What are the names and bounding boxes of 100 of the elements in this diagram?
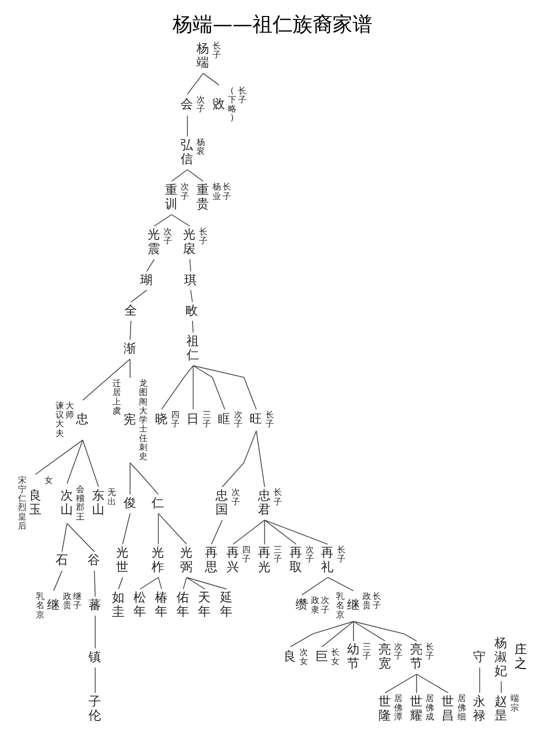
node-label: 会稽郡王: [76, 484, 84, 522]
node-text: 眶: [218, 410, 230, 426]
node-text: 重训: [164, 182, 176, 211]
connector: [190, 290, 192, 303]
connector: [66, 523, 94, 552]
connector: [352, 621, 385, 642]
node-label: 长子: [372, 591, 380, 610]
node-label: 次子: [162, 226, 171, 246]
label: 庄之: [514, 641, 526, 671]
node-label: 次子: [304, 544, 313, 564]
node-label: 谏议大夫: [54, 400, 63, 438]
connector: [157, 577, 162, 590]
node-text: 重贵: [196, 182, 208, 211]
node-text: 世昌: [440, 693, 453, 722]
node-text: 再光: [257, 544, 270, 574]
node-text: 佑年: [176, 590, 188, 619]
node-text: 忠: [76, 410, 88, 426]
connector: [416, 674, 448, 694]
node-label: 长子: [198, 226, 207, 246]
node-text: 亮宽: [378, 641, 390, 671]
connector: [186, 577, 226, 590]
node-label: 次女: [298, 647, 307, 666]
node-label: 次子: [230, 487, 239, 506]
connector: [500, 680, 502, 694]
node-label: 居佛细: [456, 693, 465, 722]
connector: [352, 621, 354, 642]
node-text: 光扆: [182, 226, 195, 256]
connector: [94, 615, 96, 649]
connector: [139, 577, 158, 590]
connector: [82, 440, 98, 488]
node-label: 长女: [330, 647, 339, 666]
connector: [129, 320, 131, 340]
connector: [192, 365, 256, 410]
connector: [61, 523, 67, 552]
node-label: 迁居上虞: [112, 378, 120, 416]
connector: [321, 621, 354, 648]
node-label: 长子: [238, 85, 246, 104]
node-text: 良玉: [28, 487, 40, 516]
node-text: 宪: [122, 411, 135, 426]
node-text: 仁: [151, 494, 164, 510]
node-text: 继: [46, 596, 59, 612]
node-label: 乳名京: [36, 591, 44, 620]
connector: [326, 577, 354, 592]
node-label: 居佛成: [425, 693, 434, 722]
node-text: 渐: [122, 340, 135, 356]
node-text: 杨淑妃: [494, 634, 506, 678]
node-label: 杨衮: [196, 136, 204, 156]
node-label: 女: [44, 474, 52, 485]
node-label: 乳名京: [336, 591, 344, 620]
node-label: 长子: [212, 40, 220, 60]
node-label: 次子: [320, 595, 329, 614]
node-label: (下略): [228, 85, 236, 123]
connector: [289, 621, 354, 648]
connector: [186, 577, 205, 590]
node-text: 谷: [87, 552, 100, 568]
connector: [182, 577, 186, 590]
connector: [384, 674, 416, 694]
node-text: 会: [180, 96, 192, 111]
node-text: 弘信: [180, 136, 192, 166]
node-label: 次子: [196, 94, 204, 114]
node-label: 三子: [362, 641, 370, 660]
node-label: 政隶: [310, 595, 319, 614]
node-label: 政贵: [62, 591, 70, 610]
node-text: 忠君: [257, 487, 270, 516]
connector: [264, 520, 265, 545]
node-text: 继: [346, 596, 358, 612]
connector: [352, 621, 416, 642]
node-text: 再取: [289, 544, 302, 574]
connector: [170, 169, 188, 182]
connector: [157, 513, 158, 545]
node-text: 亮节: [409, 641, 422, 671]
node-label: 宋宁仁烈皇后: [17, 474, 26, 530]
node-label: 端宗: [510, 693, 518, 712]
node-text: 世耀: [409, 693, 422, 722]
connector: [202, 72, 219, 86]
node-text: 再兴: [226, 544, 238, 574]
node-label: 四子: [242, 544, 250, 564]
node-label: 居佛潭: [394, 693, 402, 722]
connector: [192, 365, 194, 410]
connector: [129, 462, 158, 495]
connector: [93, 570, 96, 597]
node-text: 椿年: [154, 590, 166, 619]
node-label: 无出: [107, 487, 116, 506]
connector: [192, 365, 225, 410]
connector: [186, 169, 204, 182]
node-label: 次子: [233, 410, 242, 429]
node-label: 长子: [425, 641, 434, 660]
node-label: 三子: [202, 410, 210, 429]
node-text: 琪: [184, 272, 196, 287]
connector: [210, 520, 222, 545]
connector: [129, 462, 130, 495]
node-text: 缵: [294, 596, 307, 612]
node-text: 巨: [314, 648, 327, 664]
connector: [94, 667, 96, 694]
node-text: 镇: [88, 648, 100, 664]
connector: [186, 72, 204, 95]
connector: [188, 258, 191, 272]
node-text: 松年: [132, 590, 145, 619]
node-text: 如圭: [111, 590, 124, 619]
connector: [146, 258, 154, 272]
